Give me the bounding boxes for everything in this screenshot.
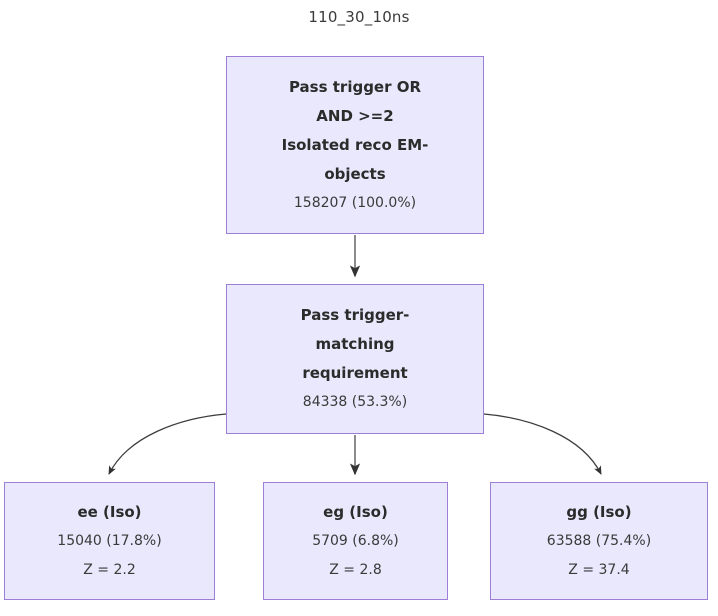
node-root-label-line-1: Pass trigger OR	[288, 77, 422, 96]
node-eg-label: eg (Iso)	[323, 502, 388, 521]
node-eg-significance: Z = 2.8	[329, 561, 382, 578]
node-root-label-line-4: objects	[324, 164, 386, 183]
node-match-value: 84338 (53.3%)	[302, 394, 408, 410]
node-match-label-line-2: matching	[315, 335, 395, 353]
node-gg-iso[interactable]: gg (Iso) 63588 (75.4%) Z = 37.4	[490, 482, 708, 600]
node-gg-label: gg (Iso)	[566, 502, 632, 521]
node-ee-label: ee (Iso)	[77, 502, 142, 521]
node-eg-value: 5709 (6.8%)	[312, 532, 399, 549]
node-root-label-line-3: Isolated reco EM-	[281, 135, 429, 154]
node-gg-significance: Z = 37.4	[568, 561, 630, 578]
edge-match-to-ee	[108, 413, 227, 475]
node-root-label-line-2: AND >=2	[316, 106, 394, 125]
node-match-label-line-3: requirement	[302, 364, 408, 382]
node-gg-value: 63588 (75.4%)	[546, 532, 652, 549]
node-ee-iso[interactable]: ee (Iso) 15040 (17.8%) Z = 2.2	[4, 482, 215, 600]
node-root-value: 158207 (100.0%)	[293, 194, 417, 211]
node-match-label-line-1: Pass trigger-	[300, 306, 410, 324]
node-ee-value: 15040 (17.8%)	[57, 532, 162, 549]
page-title: 110_30_10ns	[308, 8, 410, 26]
node-ee-significance: Z = 2.2	[83, 561, 136, 578]
node-trigger-matching[interactable]: Pass trigger- matching requirement 84338…	[226, 284, 484, 434]
node-eg-iso[interactable]: eg (Iso) 5709 (6.8%) Z = 2.8	[263, 482, 448, 600]
node-root[interactable]: Pass trigger OR AND >=2 Isolated reco EM…	[226, 56, 484, 234]
edge-match-to-gg	[483, 413, 602, 475]
